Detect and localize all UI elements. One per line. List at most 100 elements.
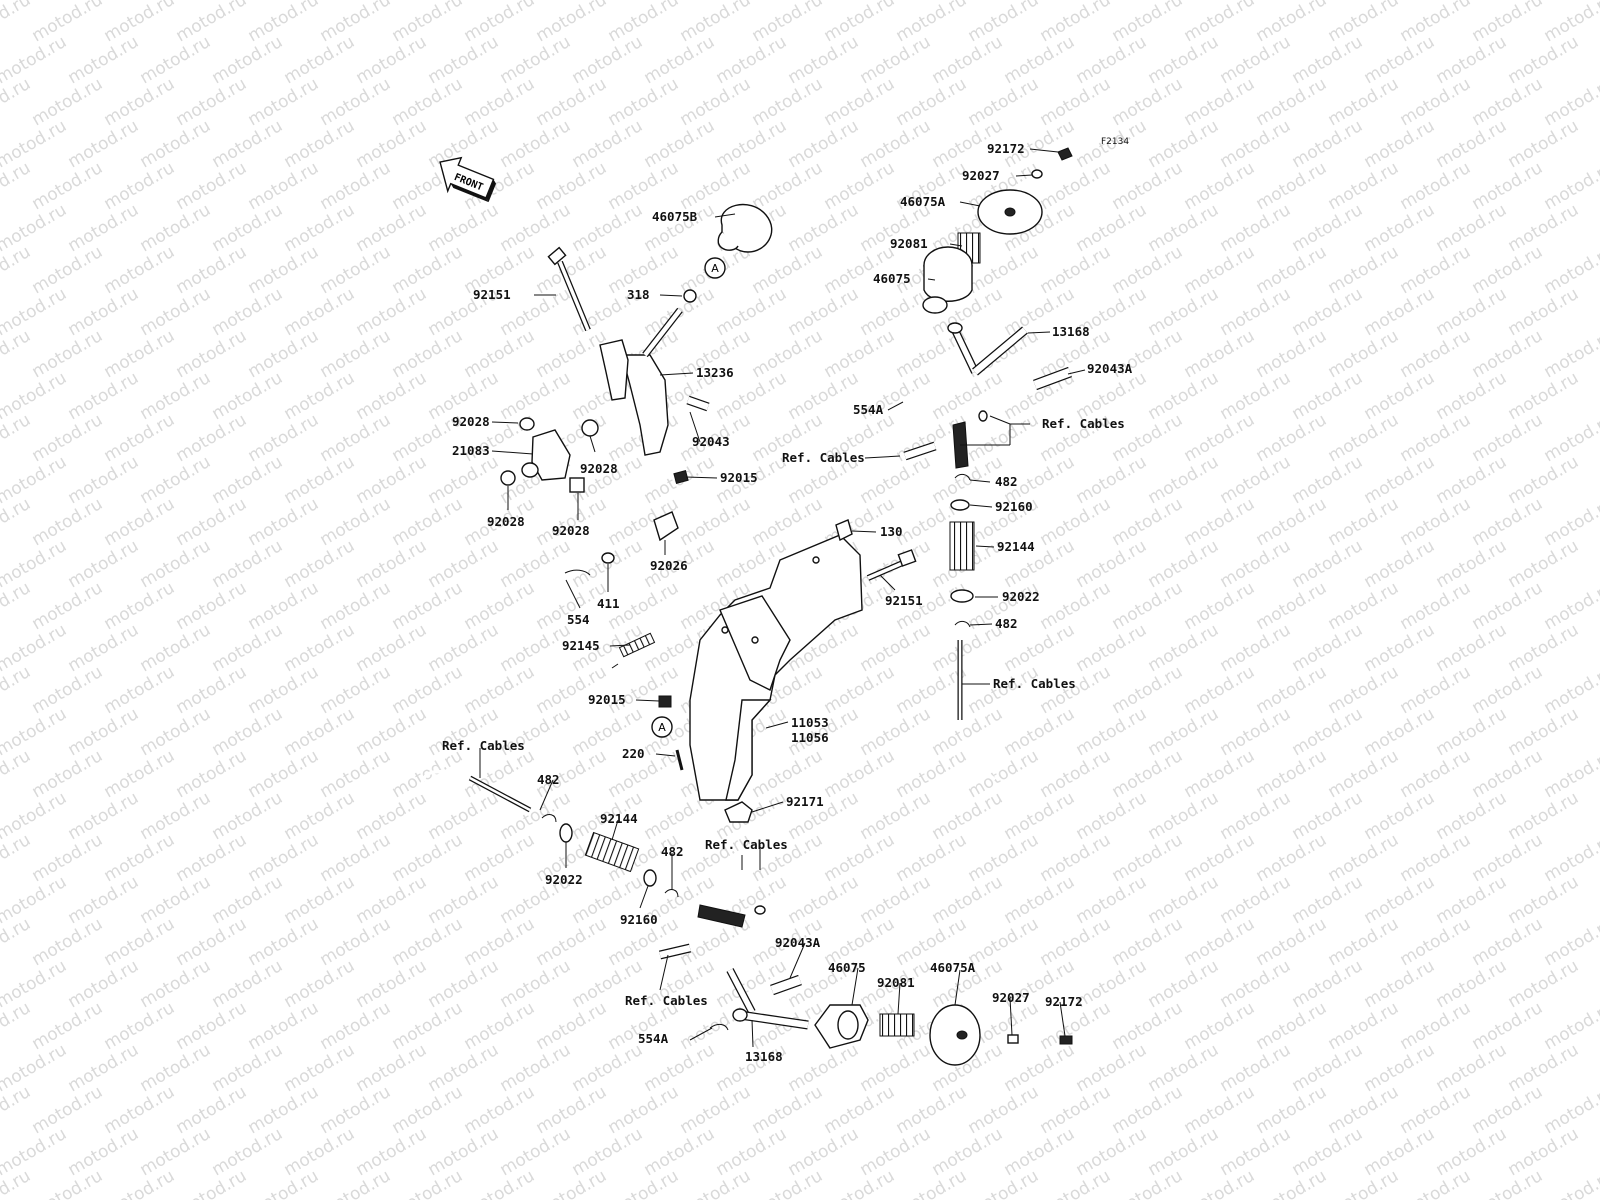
bolt-130 bbox=[835, 519, 853, 542]
label-21083: 21083 bbox=[452, 443, 490, 458]
label-46075A-bot: 46075A bbox=[930, 960, 976, 975]
leader-line bbox=[751, 801, 784, 813]
label-92028-d: 92028 bbox=[552, 523, 590, 538]
label-92151-top: 92151 bbox=[473, 287, 511, 302]
label-46075A-top: 46075A bbox=[900, 194, 946, 209]
label-554A-bot: 554A bbox=[638, 1031, 669, 1046]
cotter-pin-554 bbox=[564, 569, 591, 576]
front-arrow-icon: FRONT bbox=[439, 156, 497, 203]
label-13168-top: 13168 bbox=[1052, 324, 1090, 339]
clevis-pin-top bbox=[903, 441, 937, 461]
leader-line bbox=[975, 545, 995, 548]
bracket-92026 bbox=[653, 511, 679, 542]
label-554: 554 bbox=[567, 612, 590, 627]
knob-46075-bottom bbox=[814, 1004, 869, 1049]
label-92144-r: 92144 bbox=[997, 539, 1035, 554]
lever-13236 bbox=[599, 307, 683, 456]
leader-line bbox=[969, 479, 991, 483]
label-482-l1: 482 bbox=[537, 772, 560, 787]
label-46075B: 46075B bbox=[652, 209, 698, 224]
leader-line bbox=[765, 721, 789, 729]
pin-92043 bbox=[686, 395, 710, 412]
bushing-92028-b bbox=[581, 419, 599, 437]
label-92028-a: 92028 bbox=[452, 414, 490, 429]
label-482-r2: 482 bbox=[995, 616, 1018, 631]
label-92028-c: 92028 bbox=[487, 514, 525, 529]
nut-92015-top bbox=[673, 470, 689, 484]
label-refcables-l3: Ref. Cables bbox=[625, 993, 708, 1008]
lever-13168-top bbox=[947, 322, 1028, 376]
clip-482-l2 bbox=[664, 889, 679, 898]
leader-line bbox=[969, 623, 993, 626]
leader-line bbox=[491, 421, 519, 424]
label-46075-top: 46075 bbox=[873, 271, 911, 286]
label-92028-b: 92028 bbox=[580, 461, 618, 476]
knob-46075A-top bbox=[977, 189, 1043, 235]
label-92022-r: 92022 bbox=[1002, 589, 1040, 604]
label-92081-top: 92081 bbox=[890, 236, 928, 251]
leader-line bbox=[659, 954, 669, 991]
leader-line bbox=[887, 401, 904, 411]
knob-46075-top bbox=[922, 246, 973, 314]
label-92160-l: 92160 bbox=[620, 912, 658, 927]
leader-line bbox=[1015, 174, 1033, 177]
label-refcables-l2: Ref. Cables bbox=[705, 837, 788, 852]
screw-220 bbox=[675, 749, 684, 771]
lever-13168-bottom bbox=[726, 968, 809, 1030]
leader-line bbox=[659, 294, 683, 297]
spring-92145 bbox=[611, 632, 656, 669]
washer-92022-l bbox=[559, 823, 573, 843]
leader-line bbox=[714, 213, 736, 218]
ref-marker-A-mid: A bbox=[651, 716, 673, 738]
cable-left bbox=[419, 769, 532, 813]
label-92043A-bot: 92043A bbox=[775, 935, 821, 950]
label-92027-top: 92027 bbox=[962, 168, 1000, 183]
leader-line bbox=[1027, 331, 1051, 334]
label-92026: 92026 bbox=[650, 558, 688, 573]
svg-text:A: A bbox=[658, 721, 666, 734]
label-318: 318 bbox=[627, 287, 650, 302]
clevis-bottom bbox=[697, 904, 746, 928]
leader-line bbox=[639, 885, 649, 909]
leader-line bbox=[1067, 369, 1086, 375]
leader-line bbox=[959, 201, 981, 207]
leader-line bbox=[751, 1019, 754, 1048]
clip-482-r2 bbox=[954, 620, 971, 628]
leader-line bbox=[685, 476, 718, 479]
bolt-92151-mid bbox=[866, 549, 917, 581]
leader-line bbox=[565, 579, 581, 609]
label-482-r1: 482 bbox=[995, 474, 1018, 489]
label-92043A-top: 92043A bbox=[1087, 361, 1133, 376]
label-411: 411 bbox=[597, 596, 620, 611]
ref-marker-A-top: A bbox=[704, 257, 726, 279]
nut-318 bbox=[683, 289, 697, 303]
label-refcables-r2: Ref. Cables bbox=[782, 450, 865, 465]
label-refcables-l1: Ref. Cables bbox=[442, 738, 525, 753]
label-92171: 92171 bbox=[786, 794, 824, 809]
knob-46075A-bottom bbox=[929, 1004, 981, 1066]
label-92027-bot: 92027 bbox=[992, 990, 1030, 1005]
collar-92027-top bbox=[1031, 169, 1043, 179]
leader-line bbox=[789, 942, 806, 979]
leader-line bbox=[927, 278, 936, 281]
clip-482-l1 bbox=[541, 814, 557, 823]
label-92160-r: 92160 bbox=[995, 499, 1033, 514]
spring-92144-l bbox=[584, 831, 640, 873]
leader-line bbox=[635, 699, 660, 702]
bushing-92028-a bbox=[519, 417, 535, 431]
leader-line bbox=[655, 753, 676, 757]
washer-92160-r bbox=[950, 499, 970, 511]
knob-46075B bbox=[717, 204, 773, 253]
cotter-554A-bottom bbox=[709, 1023, 729, 1031]
clip-482-r1 bbox=[954, 473, 971, 481]
leader-line bbox=[539, 779, 554, 811]
leader-line bbox=[851, 530, 877, 533]
spring-92144-r bbox=[949, 521, 975, 571]
bracket-11053 bbox=[689, 534, 863, 801]
label-92081-bot: 92081 bbox=[877, 975, 915, 990]
label-92043: 92043 bbox=[692, 434, 730, 449]
clip-92171 bbox=[724, 801, 753, 823]
label-220: 220 bbox=[622, 746, 645, 761]
leader-line bbox=[491, 450, 534, 455]
